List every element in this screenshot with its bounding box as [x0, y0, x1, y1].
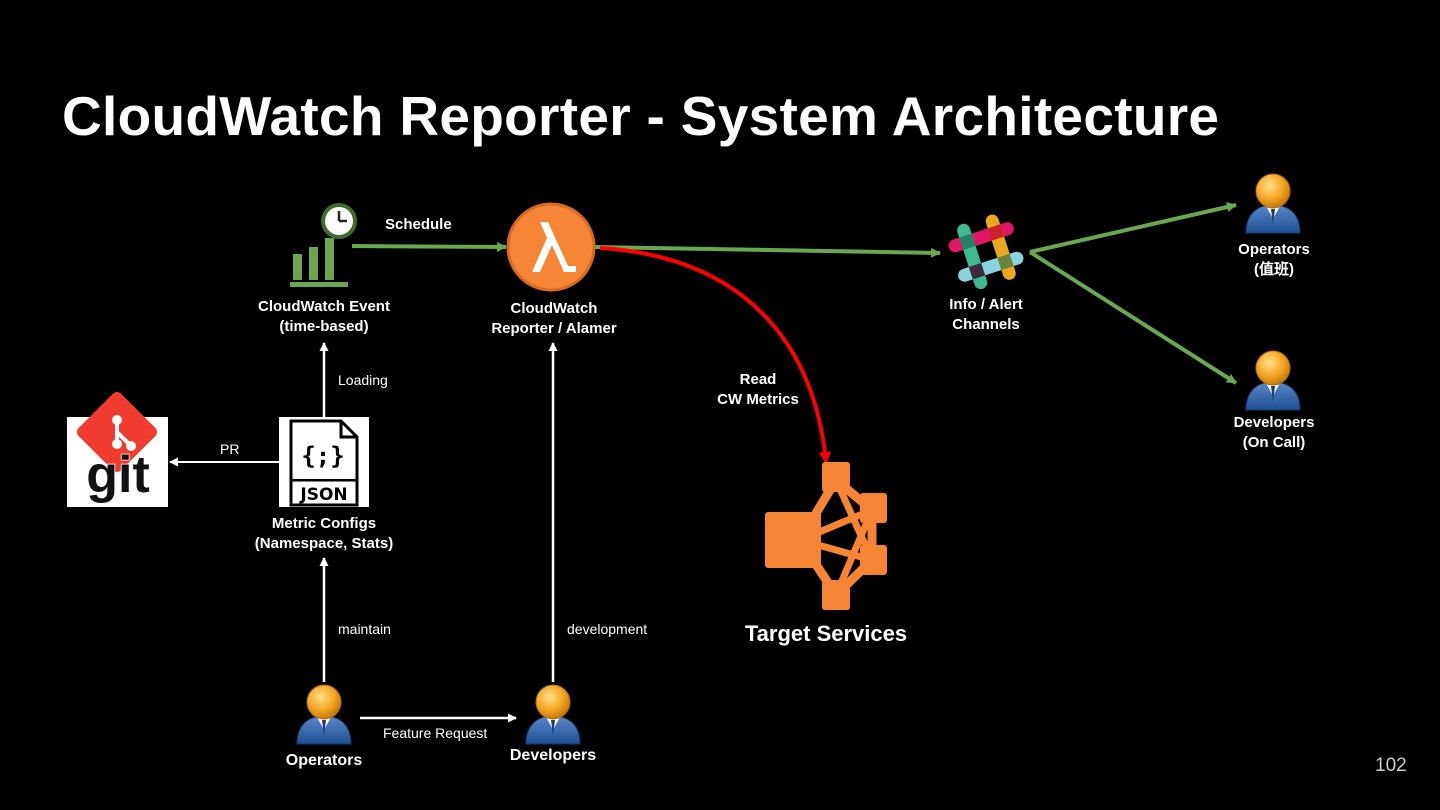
maintain-edge-label: maintain: [338, 621, 391, 637]
lambda-icon: [506, 202, 596, 292]
json-file-icon: {;}: [279, 417, 369, 507]
feature-request-edge-label: Feature Request: [383, 725, 488, 741]
page-title: CloudWatch Reporter - System Architectur…: [62, 85, 1220, 147]
json-badge: JSON: [299, 485, 347, 505]
edge-schedule-arrow: [351, 241, 507, 252]
operators-avatar: [296, 684, 352, 745]
edge-lambda-slack-arrow: [594, 245, 941, 258]
page-number: 102: [1375, 755, 1407, 776]
target-services-label: Target Services: [744, 621, 908, 646]
operators-oncall-avatar: [1245, 173, 1301, 234]
slack-label: Info / Alert Channels: [949, 296, 1023, 333]
edge-slack-operators-arrow: [1029, 202, 1237, 254]
operators-oncall-label: Operators (值班): [1238, 241, 1310, 278]
service-network-icon: [765, 462, 887, 610]
developers-avatar: [525, 684, 581, 745]
read-metrics-edge-label: Read CW Metrics: [717, 371, 799, 408]
pr-edge-label: PR: [220, 441, 240, 457]
loading-edge-label: Loading: [338, 372, 388, 388]
lambda-label: CloudWatch Reporter / Alamer: [491, 300, 617, 337]
git-logo-text: git: [86, 446, 150, 504]
svg-text:{;}: {;}: [301, 442, 344, 470]
edge-slack-developers-arrow: [1028, 250, 1238, 385]
schedule-edge-label: Schedule: [385, 216, 452, 233]
edge-read-metrics-arrow: [599, 246, 831, 464]
cloudwatch-event-icon: [290, 203, 357, 287]
development-edge-label: development: [567, 621, 648, 637]
metric-configs-label: Metric Configs (Namespace, Stats): [254, 515, 394, 552]
operators-label: Operators: [285, 752, 363, 769]
developers-oncall-avatar: [1245, 350, 1301, 411]
cloudwatch-event-label: CloudWatch Event (time-based): [258, 298, 390, 335]
developers-label: Developers: [509, 747, 597, 764]
developers-oncall-label: Developers (On Call): [1233, 414, 1315, 451]
git-logo-icon: [67, 392, 168, 507]
slack-icon: [948, 214, 1024, 290]
